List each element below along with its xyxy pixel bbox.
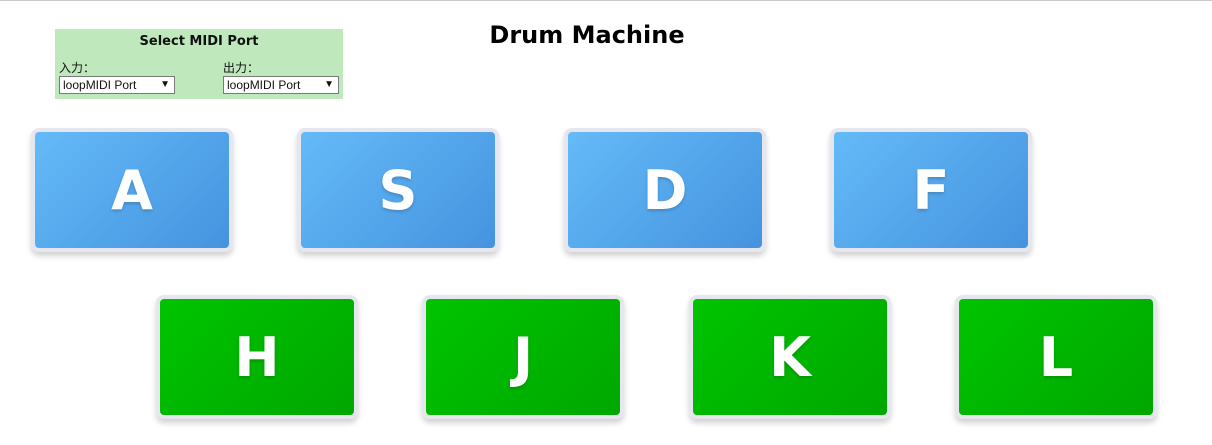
pad-key-label: F <box>912 158 950 222</box>
top-divider <box>0 0 1212 1</box>
drum-pad-l[interactable]: L <box>955 295 1157 419</box>
midi-panel-title: Select MIDI Port <box>139 34 259 49</box>
pad-key-label: L <box>1038 325 1074 389</box>
drum-pad-s[interactable]: S <box>297 128 499 252</box>
chevron-down-icon: ▼ <box>160 79 170 90</box>
pad-key-label: A <box>111 158 153 222</box>
output-port-label: 出力： <box>223 61 260 75</box>
drum-pad-h[interactable]: H <box>156 295 358 419</box>
drum-pad-a[interactable]: A <box>31 128 233 252</box>
input-port-select[interactable]: loopMIDI Port ▼ <box>59 76 175 94</box>
input-port-value: loopMIDI Port <box>63 78 137 92</box>
drum-pad-d[interactable]: D <box>564 128 766 252</box>
output-port-value: loopMIDI Port <box>227 78 301 92</box>
pad-key-label: D <box>642 158 688 222</box>
pad-key-label: H <box>234 325 280 389</box>
pad-key-label: K <box>769 325 811 389</box>
input-port-label: 入力： <box>59 61 96 75</box>
chevron-down-icon: ▼ <box>324 79 334 90</box>
output-port-select[interactable]: loopMIDI Port ▼ <box>223 76 339 94</box>
drum-pad-j[interactable]: J <box>422 295 624 419</box>
pad-key-label: S <box>378 158 418 222</box>
pad-key-label: J <box>512 325 534 389</box>
page-title: Drum Machine <box>489 21 685 49</box>
midi-port-panel: Select MIDI Port 入力： loopMIDI Port ▼ 出力：… <box>55 29 343 99</box>
drum-pad-f[interactable]: F <box>830 128 1032 252</box>
drum-pad-k[interactable]: K <box>689 295 891 419</box>
